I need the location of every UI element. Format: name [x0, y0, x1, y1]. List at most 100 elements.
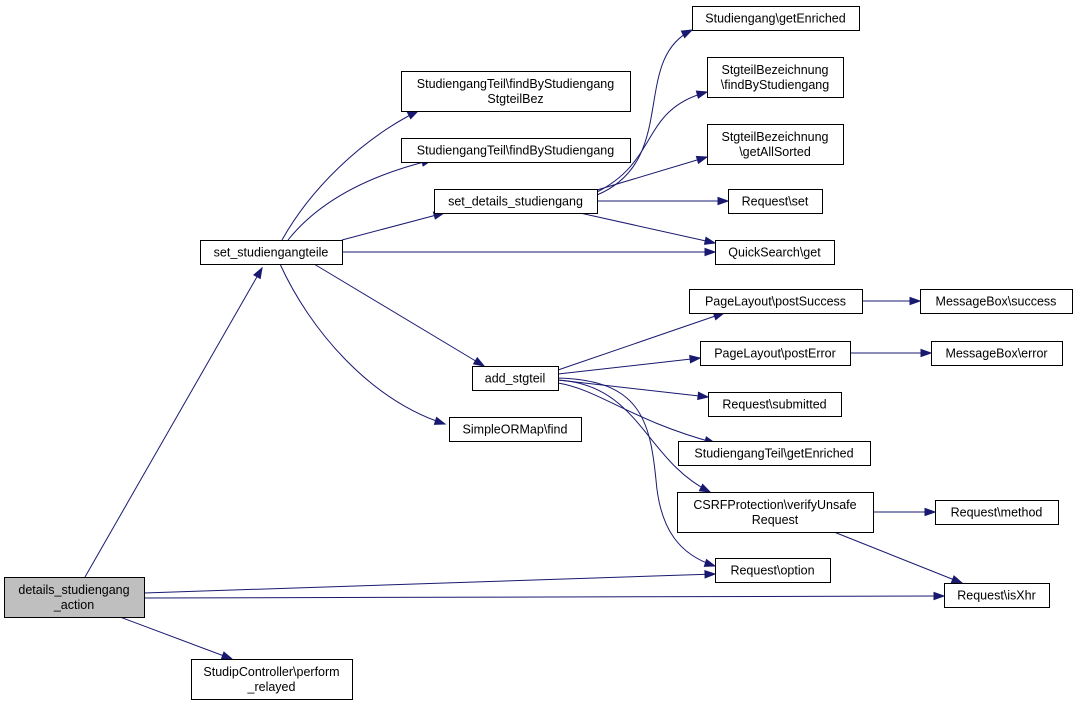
arrowhead [950, 575, 964, 584]
node-label: StgteilBezeichnung [721, 63, 828, 77]
node-label: details_studiengang [18, 583, 129, 597]
node-box [434, 189, 598, 214]
node-label: Request [752, 513, 799, 527]
node-findByStudiengangStgteilBez[interactable]: StudiengangTeil\findByStudiengangStgteil… [401, 71, 631, 112]
node-stgteilbez-findByStudiengang[interactable]: StgteilBezeichnung\findByStudiengang [707, 57, 844, 98]
node-label: Request\set [742, 195, 809, 209]
node-box [707, 124, 844, 165]
node-messagebox-error[interactable]: MessageBox\error [931, 341, 1063, 366]
arrowhead [697, 391, 710, 401]
node-set-studiengangteile[interactable]: set_studiengangteile [200, 240, 343, 265]
node-label: QuickSearch\get [728, 246, 821, 260]
node-findByStudiengang[interactable]: StudiengangTeil\findByStudiengang [401, 138, 631, 163]
edge-line [596, 156, 708, 191]
node-box [677, 492, 874, 533]
arrowhead [433, 416, 447, 425]
node-label: _relayed [247, 680, 296, 694]
arrowhead [220, 651, 234, 660]
arrowhead [253, 266, 263, 280]
edge-add_stgteil-to-request_submitted [557, 379, 710, 401]
arrowhead [909, 296, 922, 306]
edge-line [579, 212, 716, 244]
node-label: StgteilBezeichnung [721, 130, 828, 144]
node-pagelayout-postSuccess[interactable]: PageLayout\postSuccess [689, 289, 863, 314]
edge-line [596, 29, 693, 196]
node-box [689, 289, 863, 314]
node-label: PageLayout\postError [714, 347, 836, 361]
node-details-studiengang-action[interactable]: details_studiengang_action [4, 577, 145, 618]
edge-pagelayout_postError-to-messagebox_error [850, 348, 933, 358]
arrowhead [680, 29, 694, 39]
node-simpleormap-find[interactable]: SimpleORMap\find [449, 417, 582, 442]
edge-pagelayout_postSuccess-to-messagebox_success [862, 296, 922, 306]
edge-set_studiengangteile-to-set_details_studiengang [341, 211, 446, 241]
edge-line [557, 379, 709, 398]
edge-line [596, 91, 708, 193]
edge-details_studiengang_action-to-set_studiengangteile [84, 266, 263, 578]
node-studiengang-getEnriched[interactable]: Studiengang\getEnriched [692, 6, 860, 31]
arrowhead [695, 155, 709, 165]
node-label: SimpleORMap\find [463, 423, 568, 437]
node-set-details-studiengang[interactable]: set_details_studiengang [434, 189, 598, 214]
node-add-stgteil[interactable]: add_stgteil [472, 366, 559, 391]
node-box [401, 71, 631, 112]
edge-line [143, 573, 716, 594]
node-box [200, 240, 343, 265]
edge-details_studiengang_action-to-request_option [143, 570, 717, 594]
node-box [715, 240, 835, 265]
node-label: _action [53, 598, 94, 612]
node-box [708, 392, 842, 417]
node-quicksearch-get[interactable]: QuickSearch\get [715, 240, 835, 265]
edge-details_studiengang_action-to-perform_relayed [119, 616, 234, 660]
node-request-option[interactable]: Request\option [715, 558, 831, 583]
arrowhead [704, 247, 717, 257]
node-label: set_studiengangteile [214, 246, 329, 260]
edge-line [143, 595, 945, 599]
edge-set_details_studiengang-to-stgteilbez_findByStudiengang [596, 90, 709, 193]
node-label: set_details_studiengang [448, 195, 583, 209]
edge-set_details_studiengang-to-request_set [597, 196, 730, 206]
node-box [935, 500, 1059, 525]
node-box [944, 583, 1050, 608]
node-box [449, 417, 582, 442]
node-perform-relayed[interactable]: StudipController\perform_relayed [191, 659, 353, 700]
node-box [728, 189, 823, 214]
node-box [700, 341, 851, 366]
arrowhead [689, 354, 702, 364]
node-box [920, 289, 1073, 314]
node-request-method[interactable]: Request\method [935, 500, 1059, 525]
edge-set_studiengangteile-to-quicksearch_get [342, 247, 717, 257]
edge-line [557, 357, 701, 375]
edge-line [281, 110, 419, 241]
node-label: PageLayout\postSuccess [705, 295, 846, 309]
edge-line [557, 379, 711, 493]
edge-line [557, 382, 716, 444]
node-request-set[interactable]: Request\set [728, 189, 823, 214]
edge-set_studiengangteile-to-findByStudiengangStgteilBez [281, 110, 420, 241]
node-stgteilbez-getAllSorted[interactable]: StgteilBezeichnung\getAllSorted [707, 124, 844, 165]
node-box [692, 6, 860, 31]
node-label: Request\submitted [722, 398, 826, 412]
edge-details_studiengang_action-to-request_isXhr [143, 591, 946, 601]
node-label: StudiengangTeil\getEnriched [694, 447, 853, 461]
node-box [931, 341, 1063, 366]
node-label: MessageBox\error [945, 347, 1047, 361]
edge-set_studiengangteile-to-add_stgteil [313, 263, 486, 367]
node-box [715, 558, 831, 583]
node-pagelayout-postError[interactable]: PageLayout\postError [700, 341, 851, 366]
arrowhead [717, 196, 730, 206]
node-request-isXhr[interactable]: Request\isXhr [944, 583, 1050, 608]
arrowhead [703, 236, 717, 245]
node-request-submitted[interactable]: Request\submitted [708, 392, 842, 417]
edge-csrf_verifyUnsafeRequest-to-request_isXhr [833, 531, 964, 584]
node-label: \findByStudiengang [721, 78, 829, 92]
node-label: Request\isXhr [957, 589, 1036, 603]
node-messagebox-success[interactable]: MessageBox\success [920, 289, 1073, 314]
node-studiengangteil-getEnriched[interactable]: StudiengangTeil\getEnriched [678, 441, 871, 466]
nodes-layer: details_studiengang_action set_studiengan… [4, 6, 1073, 700]
edge-line [833, 531, 963, 584]
node-label: StudiengangTeil\findByStudiengang [417, 144, 614, 158]
arrowhead [933, 591, 946, 601]
